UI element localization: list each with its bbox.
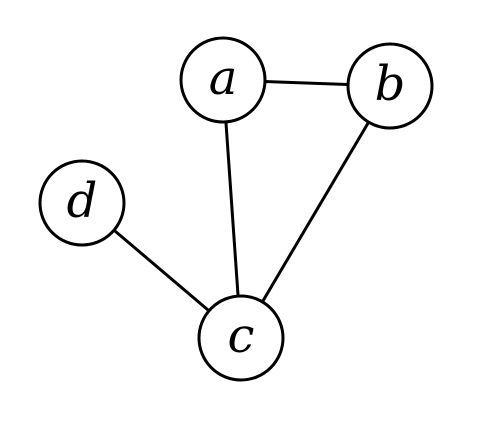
- node-d-label: d: [67, 173, 98, 229]
- node-a-circle: [179, 36, 267, 124]
- node-d: d: [38, 159, 126, 247]
- node-a: a: [179, 36, 267, 124]
- node-c: c: [197, 294, 285, 382]
- node-b: b: [346, 42, 434, 130]
- edge-b-c: [239, 84, 392, 340]
- node-a-label: a: [209, 50, 238, 106]
- graph-nodes: a b c d: [38, 36, 434, 382]
- node-b-circle: [346, 42, 434, 130]
- node-c-label: c: [228, 308, 255, 364]
- node-c-circle: [197, 294, 285, 382]
- node-d-circle: [38, 159, 126, 247]
- node-b-label: b: [375, 56, 406, 112]
